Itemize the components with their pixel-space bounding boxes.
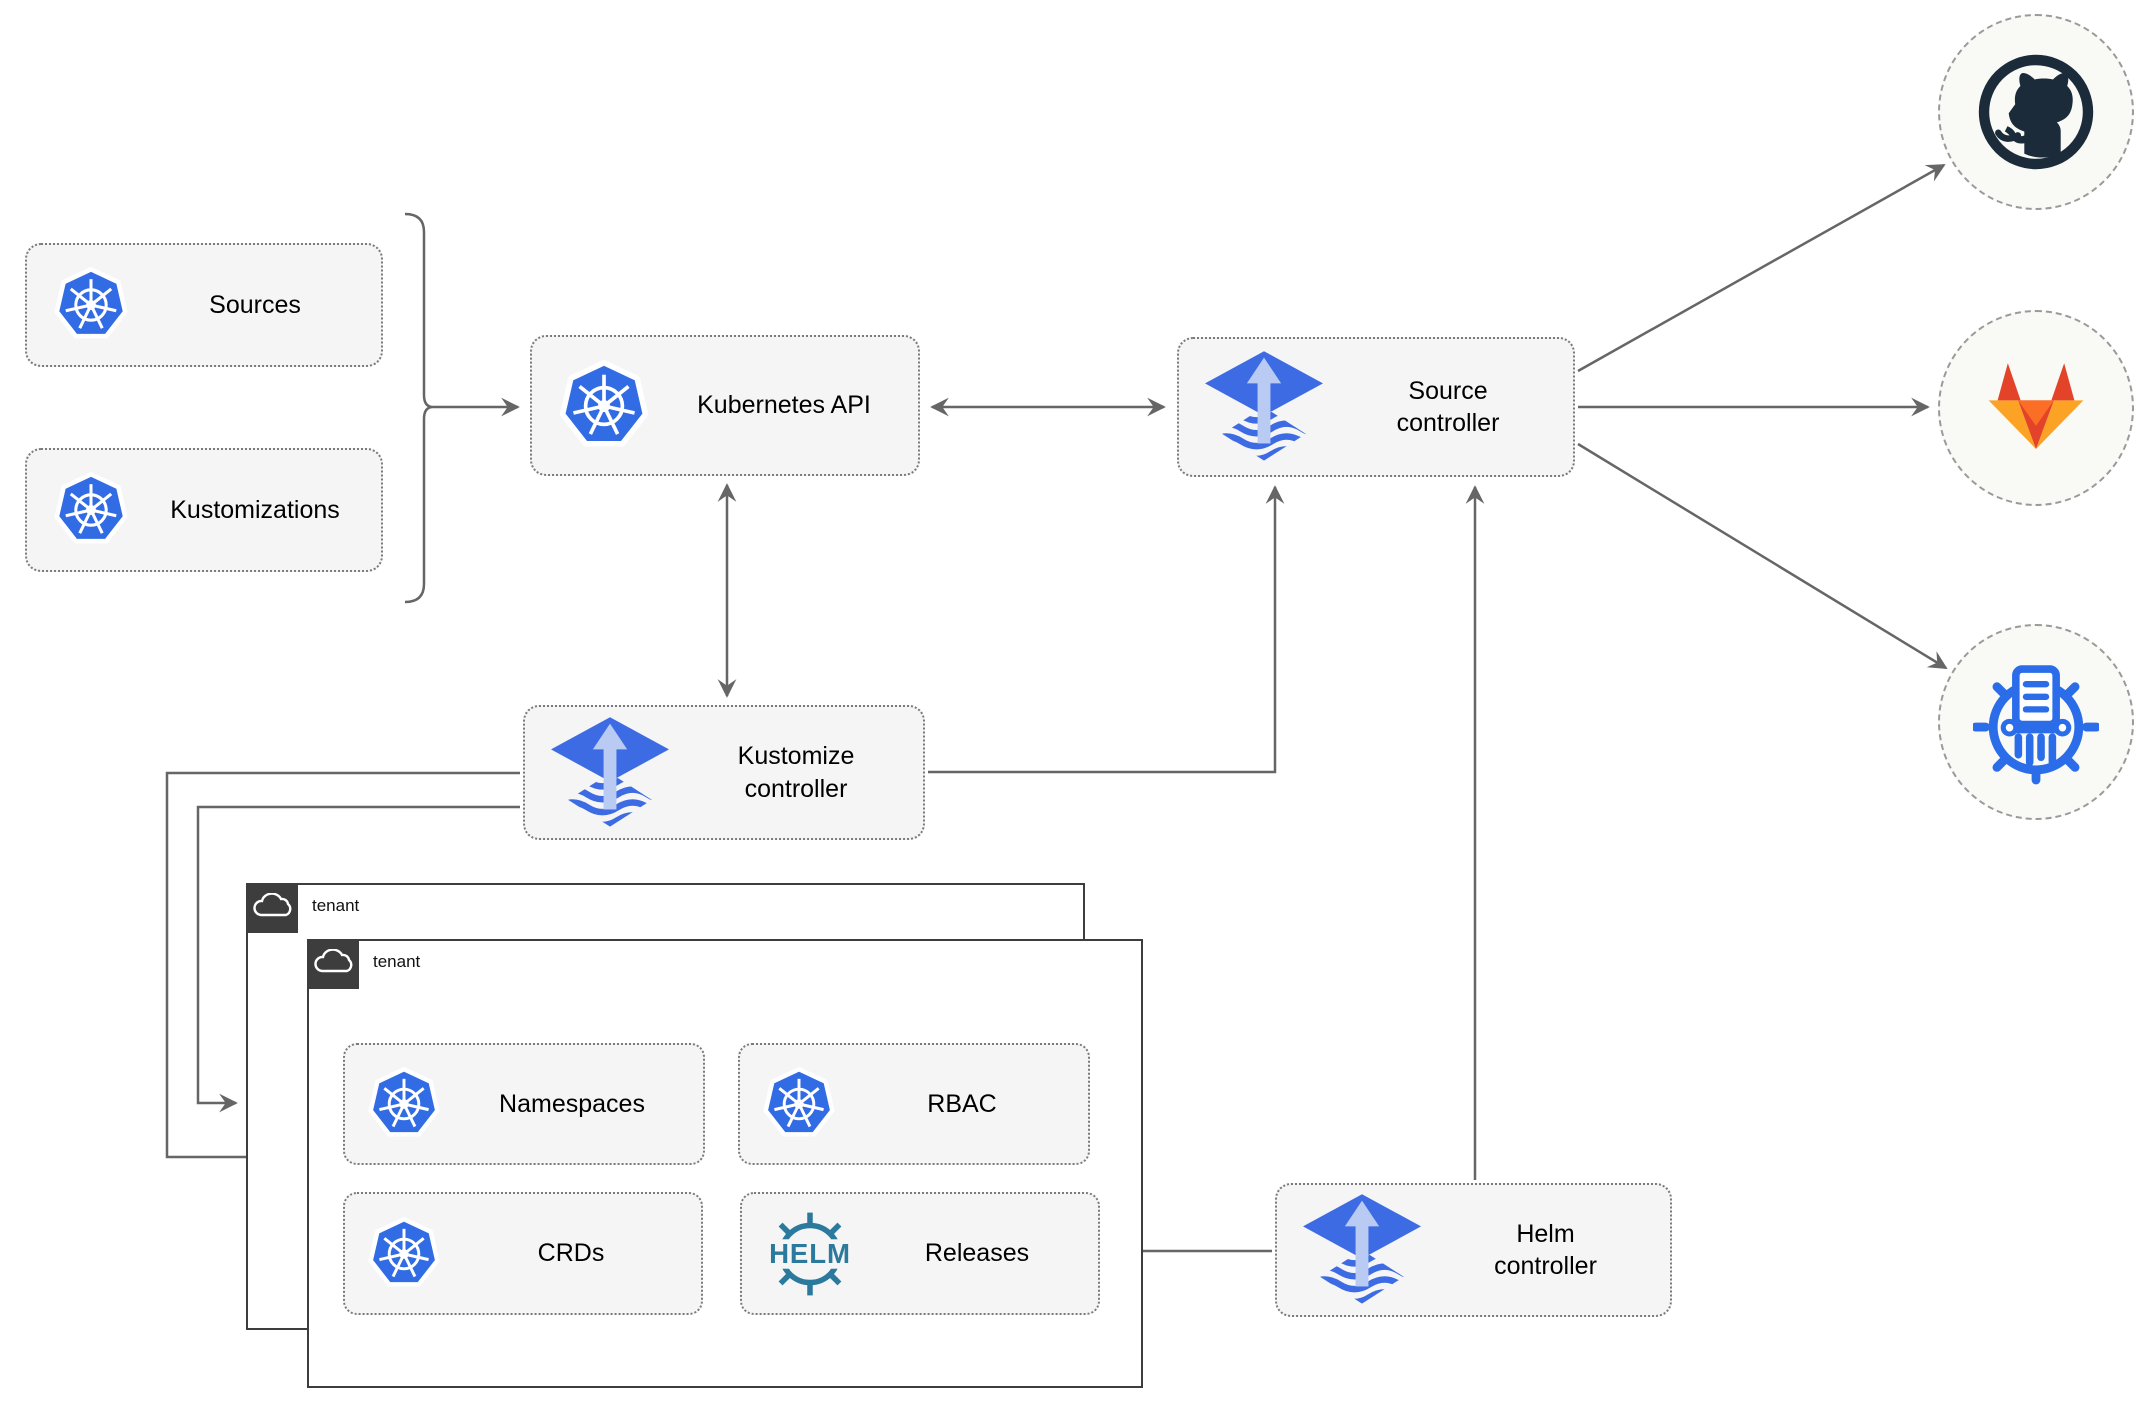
node-namespaces: Namespaces — [343, 1043, 705, 1165]
group-bracket — [404, 212, 434, 604]
node-kubernetes-api: Kubernetes API — [530, 335, 920, 476]
kubernetes-icon — [367, 1067, 441, 1141]
cloud-icon — [314, 949, 353, 973]
kubernetes-icon — [762, 1067, 836, 1141]
flux-icon — [551, 717, 669, 829]
kubernetes-icon — [367, 1217, 441, 1291]
kubernetes-icon — [558, 360, 650, 452]
node-source-controller: Source controller — [1177, 337, 1575, 477]
flux-icon — [1205, 351, 1323, 463]
node-kustomize-controller: Kustomize controller — [523, 705, 925, 840]
tenant-front-label: tenant — [373, 952, 421, 971]
external-source-bucket — [1938, 624, 2134, 820]
node-label: Sources — [209, 290, 301, 319]
node-crds: CRDs — [343, 1192, 703, 1315]
external-source-github — [1938, 14, 2134, 210]
tenant-front-header — [307, 939, 359, 989]
flux-icon — [1303, 1194, 1421, 1306]
tenant-back-label: tenant — [312, 896, 360, 915]
helm-icon — [764, 1208, 856, 1300]
node-helm-controller: Helm controller — [1275, 1183, 1672, 1317]
node-rbac: RBAC — [738, 1043, 1090, 1165]
node-label: CRDs — [537, 1239, 605, 1268]
node-releases: Releases — [740, 1192, 1100, 1315]
node-label: Kustomizations — [170, 495, 340, 524]
gitlab-icon — [1988, 363, 2084, 449]
tenant-back-header — [246, 883, 298, 933]
node-label: Helm controller — [1494, 1219, 1597, 1281]
node-label: Kustomize controller — [737, 742, 855, 803]
node-label: Releases — [924, 1239, 1030, 1268]
cloud-icon — [253, 893, 292, 917]
node-label: RBAC — [927, 1089, 997, 1118]
node-label: Namespaces — [499, 1089, 645, 1118]
github-icon — [1971, 47, 2101, 177]
node-label: Source controller — [1396, 376, 1500, 438]
node-sources: Sources — [25, 243, 383, 367]
external-source-gitlab — [1938, 310, 2134, 506]
node-label: Kubernetes API — [697, 391, 871, 420]
kubernetes-icon — [53, 267, 129, 343]
kubernetes-icon — [53, 472, 129, 548]
bucket-icon — [1973, 659, 2099, 785]
node-kustomizations: Kustomizations — [25, 448, 383, 572]
